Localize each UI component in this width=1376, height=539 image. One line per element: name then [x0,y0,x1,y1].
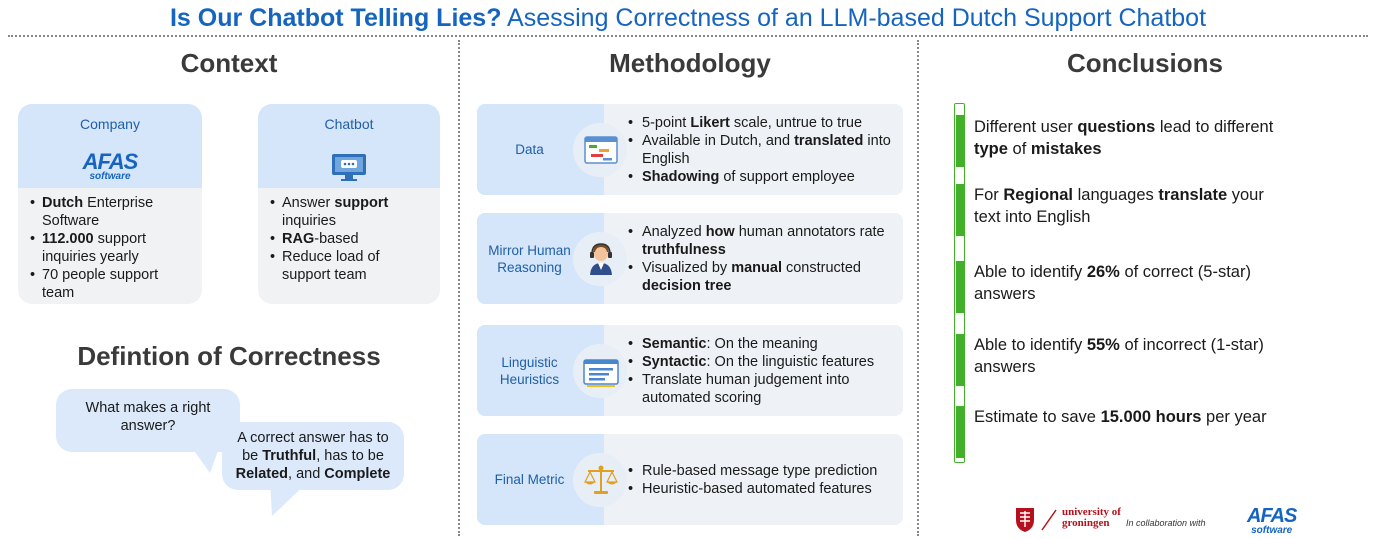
conclusion-marker [956,184,964,236]
chatbot-card: Chatbot Answer support inquiries RAG-bas… [258,104,440,304]
conclusion-marker [956,334,964,386]
column-divider-right [917,40,919,536]
methodology-heading: Methodology [609,48,771,78]
chat-monitor-icon [332,154,366,181]
support-agent-icon [581,239,621,279]
university-crest-icon [1016,508,1034,532]
list-item: Syntactic: On the linguistic features [625,353,895,371]
column-divider-left [458,40,460,536]
question-bubble-tail [190,445,220,473]
answer-bubble: A correct answer has to be Truthful, has… [222,422,404,490]
footer-afas-logo: AFAS software [1247,505,1297,536]
list-item: Analyzed how human annotators rate truth… [625,223,895,259]
context-heading: Context [180,48,278,78]
list-item: Shadowing of support employee [625,168,895,186]
methodology-row-list: Analyzed how human annotators rate truth… [625,223,895,295]
collaboration-text: In collaboration with [1126,518,1206,528]
list-item: 70 people support team [28,266,192,302]
balance-scale-icon [581,460,621,500]
list-item: Dutch Enterprise Software [28,194,192,230]
list-item: Semantic: On the meaning [625,335,895,353]
company-card-header: Company AFAS software [18,104,202,188]
conclusion-item: Able to identify 55% of incorrect (1-sta… [974,336,1264,376]
footer-logos: university of groningen In collaboration… [1012,505,1297,536]
conclusion-item: Able to identify 26% of correct (5-star)… [974,263,1251,303]
conclusion-item: Estimate to save 15.000 hours per year [974,408,1267,426]
methodology-row-list: Rule-based message type predictionHeuris… [625,462,895,498]
list-item: Translate human judgement into automated… [625,371,895,407]
poster-title: Is Our Chatbot Telling Lies? Asessing Co… [0,4,1376,33]
methodology-row: Mirror Human ReasoningAnalyzed how human… [477,213,903,304]
list-item: Answer support inquiries [268,194,430,230]
methodology-row-list: 5-point Likert scale, untrue to trueAvai… [625,114,895,186]
list-item: Reduce load of support team [268,248,430,284]
conclusion-marker [956,261,964,313]
methodology-row: Linguistic Heuristics Semantic: On the me… [477,325,903,416]
list-item: 112.000 support inquiries yearly [28,230,192,266]
afas-logo: AFAS software [82,149,139,182]
list-item: Available in Dutch, and translated into … [625,132,895,168]
conclusion-marker [956,115,964,167]
methodology-row-list: Semantic: On the meaningSyntactic: On th… [625,335,895,407]
methodology-row: Final MetricRule-based message type pred… [477,434,903,525]
poster-title-rest: Asessing Correctness of an LLM-based Dut… [501,4,1207,32]
methodology-row: Data5-point Likert scale, untrue to true… [477,104,903,195]
conclusions-heading: Conclusions [1066,48,1223,78]
conclusion-item: For Regional languages translate your te… [974,186,1264,226]
conclusion-item: Different user questions lead to differe… [974,118,1274,158]
list-item: RAG-based [268,230,430,248]
university-name: university of groningen [1062,506,1121,529]
list-item: 5-point Likert scale, untrue to true [625,114,895,132]
list-item: Visualized by manual constructed decisio… [625,259,895,295]
company-card: Company AFAS software Dutch Enterprise S… [18,104,202,304]
methodology-row-label: Linguistic Heuristics [477,325,604,416]
afas-logo-text: AFAS [82,149,139,174]
text-document-icon [581,351,621,391]
poster-title-bold: Is Our Chatbot Telling Lies? [169,4,502,32]
title-divider [8,35,1368,37]
definition-heading: Defintion of Correctness [77,341,381,371]
slash-separator [1041,509,1057,531]
spreadsheet-icon [581,130,621,170]
list-item: Rule-based message type prediction [625,462,895,480]
company-card-label: Company [80,116,140,132]
chatbot-card-label: Chatbot [324,116,374,132]
company-facts-list: Dutch Enterprise Software 112.000 suppor… [18,188,202,302]
conclusion-marker [956,406,964,458]
afas-logo-subtext: software [89,171,131,182]
question-text: What makes a right answer? [85,400,211,434]
chatbot-card-header: Chatbot [258,104,440,188]
chatbot-facts-list: Answer support inquiries RAG-based Reduc… [258,188,440,284]
question-bubble: What makes a right answer? [56,389,240,452]
list-item: Heuristic-based automated features [625,480,895,498]
